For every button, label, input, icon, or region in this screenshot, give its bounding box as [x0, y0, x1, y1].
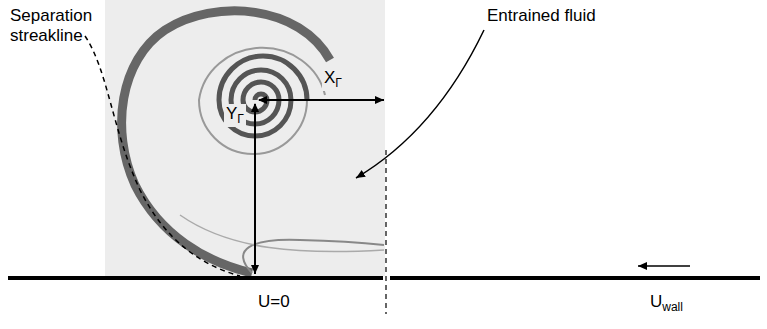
- dimension-label: XΓ: [322, 68, 344, 91]
- x-dimension-arrow: [259, 99, 384, 101]
- entrainment-arrow: [356, 30, 484, 178]
- moving-wall: [390, 276, 760, 280]
- outer-dye-arm: [122, 11, 330, 273]
- dye-tail: [243, 240, 384, 273]
- velocity-label: U=0: [258, 292, 290, 312]
- separation-streakline: [85, 36, 240, 276]
- streakline-label: Separation streakline: [10, 6, 105, 45]
- dye-tail: [180, 215, 384, 252]
- photo-ground: [105, 0, 385, 276]
- wall-motion-arrow: [638, 265, 690, 267]
- y-dimension-arrow: [254, 104, 256, 274]
- velocity-label: Uwall: [650, 292, 683, 315]
- dimension-label: YΓ: [224, 104, 246, 127]
- boundary-dash: [385, 150, 386, 314]
- stationary-wall: [8, 276, 383, 280]
- entrainment-label: Entrained fluid: [487, 6, 596, 26]
- spiral-core: [219, 56, 307, 136]
